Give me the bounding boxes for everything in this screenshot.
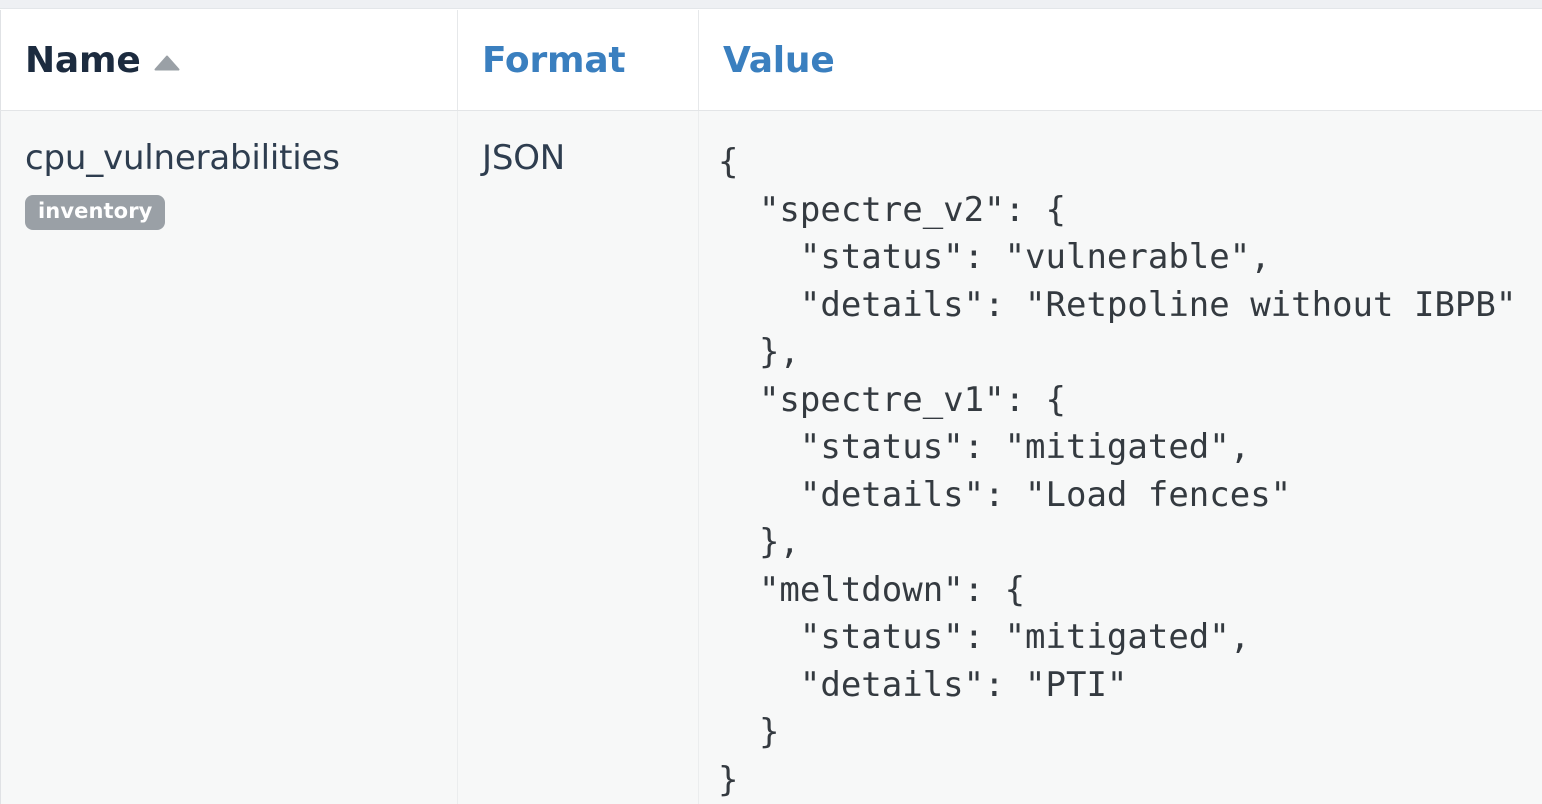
attribute-value-json: { "spectre_v2": { "status": "vulnerable"… (718, 142, 1517, 800)
column-header-value[interactable]: Value (698, 10, 1542, 111)
cell-format: JSON (457, 110, 699, 804)
table-row[interactable]: cpu_vulnerabilities inventory JSON { "sp… (0, 110, 1542, 804)
column-header-name-label: Name (25, 39, 141, 81)
column-header-format[interactable]: Format (457, 10, 699, 111)
cell-name: cpu_vulnerabilities inventory (0, 110, 458, 804)
column-header-format-label: Format (482, 39, 626, 81)
status-badge: inventory (25, 195, 166, 231)
attribute-name: cpu_vulnerabilities (25, 138, 340, 178)
table-header: Name Format Value (0, 10, 1542, 111)
triangle-up-icon[interactable] (154, 55, 180, 71)
table-header-row: Name Format Value (0, 10, 1542, 111)
data-table-container[interactable]: Name Format Value (0, 10, 1542, 804)
attribute-format: JSON (482, 138, 566, 178)
column-header-name[interactable]: Name (0, 10, 458, 111)
attributes-table: Name Format Value (0, 10, 1542, 804)
column-header-value-label: Value (723, 39, 835, 81)
table-body: cpu_vulnerabilities inventory JSON { "sp… (0, 110, 1542, 804)
previous-row-strip (0, 0, 1542, 9)
cell-value: { "spectre_v2": { "status": "vulnerable"… (698, 110, 1542, 804)
